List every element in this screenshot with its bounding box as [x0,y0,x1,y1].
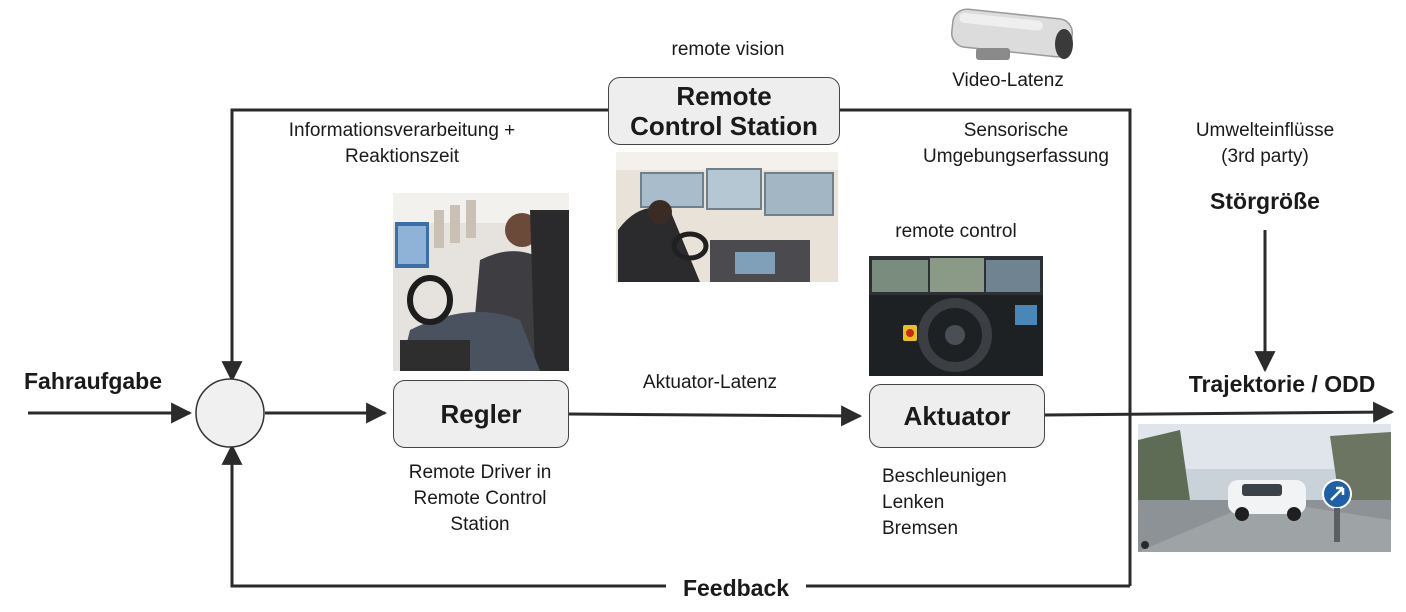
security-camera-icon [950,8,1074,60]
top-loop-right [840,108,1132,414]
umwelt-label-line1: Umwelteinflüsse [1195,120,1335,141]
aktuator-latenz-label: Aktuator-Latenz [642,372,778,393]
regler-box-label: Regler [440,398,522,429]
station-box-label-line2: Control Station [630,111,818,141]
aktuator-actions: Beschleunigen Lenken Bremsen [882,464,1007,542]
top-loop-left [221,108,608,383]
station-box-label-line1: Remote [676,81,772,111]
regler-description-line1: Remote Driver in [408,462,552,483]
stoergroesse-label: Störgröße [1210,188,1320,214]
trajektorie-label: Trajektorie / ODD [1188,371,1376,397]
umwelt-label-line2: (3rd party) [1221,146,1309,167]
remote-driver-photo [393,193,569,371]
regler-to-aktuator-arrow [568,405,863,427]
sensor-label-line2: Umgebungserfassung [923,146,1109,167]
output-arrow [1044,401,1395,423]
info-label: Informationsverarbeitung + Reaktionszeit [262,118,542,170]
remote-control-station-box: Remote Control Station [608,77,840,145]
sensor-label: Sensorische Umgebungserfassung [900,118,1132,170]
aktuator-action-accelerate: Beschleunigen [882,466,1007,487]
cockpit-photo [869,256,1043,376]
remote-control-label: remote control [895,221,1017,242]
fahraufgabe-label: Fahraufgabe [24,368,163,394]
regler-description-line3: Station [450,514,510,535]
remote-vision-label: remote vision [671,39,785,60]
sensor-label-line1: Sensorische [963,120,1069,141]
summing-junction-circle [195,378,265,448]
umwelt-label: Umwelteinflüsse (3rd party) [1170,118,1360,170]
aktuator-action-steer: Lenken [882,492,945,513]
info-label-line1: Informationsverarbeitung + [288,120,516,141]
video-latenz-label: Video-Latenz [952,70,1064,91]
street-scene-photo [1138,424,1391,552]
aktuator-action-brake: Bremsen [882,518,959,539]
regler-description-line2: Remote Control [413,488,547,509]
bottom-loop [221,443,666,588]
regler-box: Regler [393,380,569,448]
info-label-line2: Reaktionszeit [344,146,460,167]
aktuator-box-label: Aktuator [903,400,1011,431]
feedback-label: Feedback [666,573,806,603]
regler-description: Remote Driver in Remote Control Station [370,460,590,538]
aktuator-box: Aktuator [869,384,1045,448]
station-photo [616,152,838,282]
